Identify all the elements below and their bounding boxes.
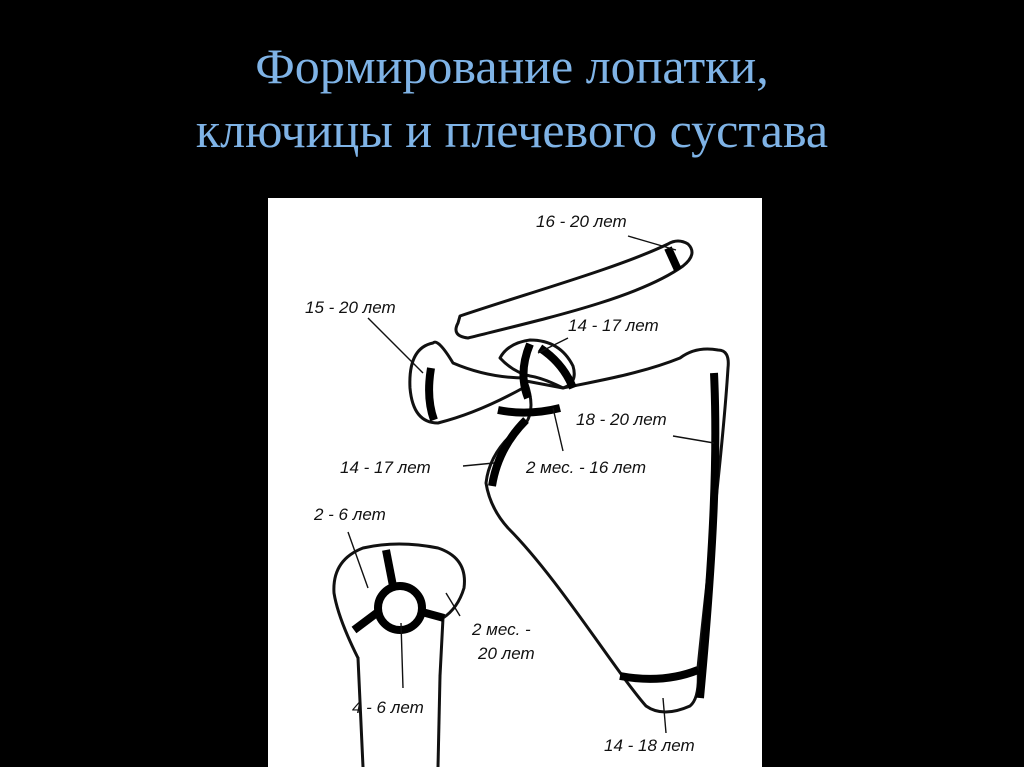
label-coracoid: 14 - 17 лет <box>568 316 659 336</box>
diagram-drawing <box>268 198 762 767</box>
humerus-plate-upper <box>386 550 393 586</box>
humerus-plate-right <box>422 612 444 618</box>
leader-humerus-head <box>348 532 368 588</box>
coracoid-growth-plate-b <box>540 348 573 388</box>
label-glenoid-rim: 14 - 17 лет <box>340 458 431 478</box>
title-line-2: ключицы и плечевого сустава <box>0 98 1024 162</box>
humerus-shape <box>334 544 465 676</box>
leader-scapula-body <box>553 408 563 451</box>
page-title: Формирование лопатки, ключицы и плечевог… <box>0 34 1024 162</box>
leader-acromion <box>368 318 423 373</box>
acromion-growth-plate <box>429 368 434 420</box>
label-humerus-head: 2 - 6 лет <box>314 505 386 525</box>
label-medial-border: 18 - 20 лет <box>576 410 667 430</box>
label-inferior-angle: 14 - 18 лет <box>604 736 695 756</box>
label-clavicle-end: 16 - 20 лет <box>536 212 627 232</box>
clavicle-growth-plate <box>668 248 678 270</box>
label-humerus-center: 4 - 6 лет <box>352 698 424 718</box>
coracoid-growth-plate-a <box>523 344 530 398</box>
label-greater-tubercle-line1: 2 мес. - <box>472 620 531 640</box>
label-acromion: 15 - 20 лет <box>305 298 396 318</box>
leader-inferior-angle <box>663 698 666 733</box>
ossification-diagram: 16 - 20 лет 15 - 20 лет 14 - 17 лет 18 -… <box>268 198 762 767</box>
humerus-shaft-right <box>438 676 440 767</box>
leader-medial-border <box>673 436 714 443</box>
humerus-plate-left <box>354 612 378 630</box>
humerus-central-ring <box>378 586 422 630</box>
label-scapula-body: 2 мес. - 16 лет <box>526 458 646 478</box>
title-line-1: Формирование лопатки, <box>0 34 1024 98</box>
medial-border-growth-plate <box>700 373 715 698</box>
inferior-angle-growth-plate <box>620 670 698 679</box>
neck-growth-plate <box>498 408 560 413</box>
label-greater-tubercle-line2: 20 лет <box>478 644 535 664</box>
